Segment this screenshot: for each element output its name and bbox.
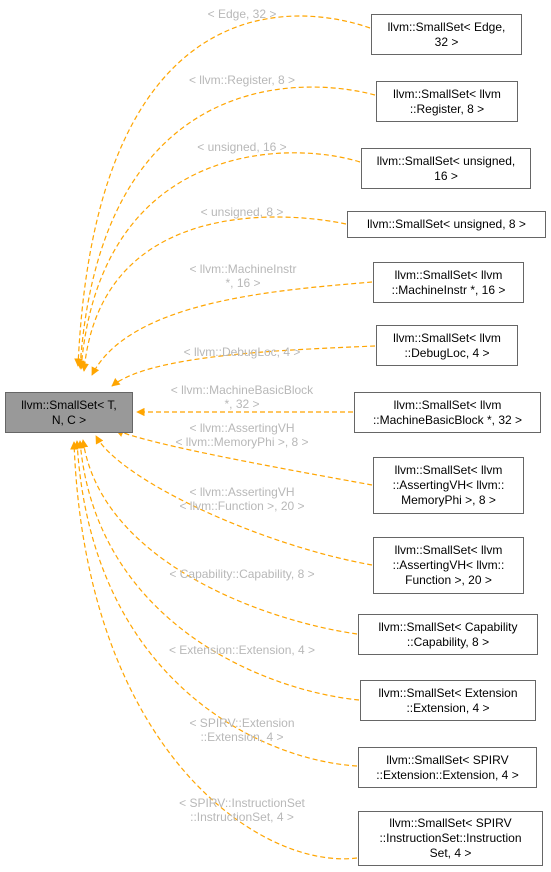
derived-class-node[interactable]: llvm::SmallSet< llvm::MachineBasicBlock … <box>354 392 541 433</box>
edge-template-label: < llvm::AssertingVH< llvm::Function >, 2… <box>142 485 342 513</box>
inheritance-edge <box>79 439 358 635</box>
derived-class-node[interactable]: llvm::SmallSet< llvm::MachineInstr *, 16… <box>373 262 524 303</box>
class-name-line: ::InstructionSet::Instruction <box>379 831 522 845</box>
inheritance-edge <box>77 152 361 370</box>
class-name-line: ::Extension, 4 > <box>406 700 490 715</box>
edge-template-label: < llvm::MachineInstr*, 16 > <box>143 262 343 290</box>
edge-template-label: < SPIRV::InstructionSet::InstructionSet,… <box>142 796 342 824</box>
edge-label-line: *, 32 > <box>224 397 260 411</box>
class-name-line: llvm::SmallSet< llvm <box>393 397 502 412</box>
edge-label-line: ::InstructionSet, 4 > <box>190 810 294 824</box>
edge-label-line: ::Extension, 4 > <box>200 730 284 744</box>
class-name-line: llvm::SmallSet< llvm <box>394 267 503 282</box>
class-name-line: Set, 4 > <box>429 846 472 860</box>
class-name-line: llvm::SmallSet< SPIRV <box>386 752 509 767</box>
inheritance-edge <box>115 429 373 486</box>
derived-class-node[interactable]: llvm::SmallSet< unsigned,16 > <box>361 148 531 189</box>
class-name-line: llvm::SmallSet< Edge, <box>387 19 506 34</box>
edge-label-line: < SPIRV::InstructionSet <box>179 796 305 810</box>
class-name-line: llvm::SmallSet< llvm <box>393 330 501 345</box>
derived-class-node[interactable]: llvm::SmallSet< Extension::Extension, 4 … <box>360 680 536 721</box>
root-class-node: llvm::SmallSet< T,N, C > <box>5 392 133 433</box>
class-name-line: 32 > <box>434 34 459 49</box>
class-name-line: ::AssertingVH< llvm:: <box>392 558 505 572</box>
edge-label-line: < SPIRV::Extension <box>189 716 295 730</box>
derived-class-node[interactable]: llvm::SmallSet< llvm::AssertingVH< llvm:… <box>373 457 524 514</box>
edge-template-label: < Edge, 32 > <box>142 7 342 21</box>
edge-template-label: < llvm::Register, 8 > <box>142 73 342 87</box>
edge-label-line: < llvm::MachineBasicBlock <box>170 383 314 397</box>
edge-template-label: < llvm::DebugLoc, 4 > <box>142 345 342 359</box>
class-name-line: Function >, 20 > <box>405 573 492 587</box>
derived-class-node[interactable]: llvm::SmallSet< Capability::Capability, … <box>358 614 538 655</box>
inheritance-edge <box>91 281 373 376</box>
edge-template-label: < Extension::Extension, 4 > <box>142 643 342 657</box>
root-class-line: N, C > <box>51 412 87 427</box>
inheritance-edge <box>95 435 373 566</box>
edge-template-label: < unsigned, 16 > <box>142 140 342 154</box>
edge-label-line: < llvm::AssertingVH <box>189 421 295 435</box>
class-name-line: llvm::SmallSet< SPIRV <box>389 816 512 830</box>
class-name-line: MemoryPhi >, 8 > <box>401 493 496 507</box>
edge-label-line: < unsigned, 8 > <box>200 205 284 219</box>
derived-class-node[interactable]: llvm::SmallSet< Edge,32 > <box>371 14 522 55</box>
edge-label-line: < llvm::DebugLoc, 4 > <box>183 345 301 359</box>
edge-template-label: < SPIRV::Extension::Extension, 4 > <box>142 716 342 744</box>
derived-class-node[interactable]: llvm::SmallSet< llvm::Register, 8 > <box>376 81 518 122</box>
derived-class-node[interactable]: llvm::SmallSet< SPIRV::Extension::Extens… <box>358 747 537 788</box>
edge-template-label: < llvm::MachineBasicBlock*, 32 > <box>142 383 342 411</box>
class-name-line: ::MachineInstr *, 16 > <box>391 282 506 297</box>
edge-label-line: < unsigned, 16 > <box>197 140 287 154</box>
edge-label-line: *, 16 > <box>225 276 261 290</box>
edge-label-line: < llvm::MachineInstr <box>189 262 297 276</box>
class-name-line: ::AssertingVH< llvm:: <box>392 478 505 492</box>
inheritance-edge <box>73 440 358 767</box>
inheritance-edge <box>80 216 347 372</box>
inheritance-edge <box>76 440 360 701</box>
class-name-line: 16 > <box>434 168 458 183</box>
edge-label-line: < llvm::Register, 8 > <box>188 73 296 87</box>
class-name-line: llvm::SmallSet< llvm <box>394 463 503 477</box>
edge-template-label: < Capability::Capability, 8 > <box>142 567 342 581</box>
class-name-line: llvm::SmallSet< unsigned, <box>376 153 516 168</box>
inheritance-edge <box>76 86 376 369</box>
class-name-line: llvm::SmallSet< unsigned, 8 > <box>367 217 526 231</box>
derived-class-node[interactable]: llvm::SmallSet< unsigned, 8 > <box>347 211 546 238</box>
class-name-line: llvm::SmallSet< llvm <box>393 86 501 101</box>
edge-template-label: < unsigned, 8 > <box>142 205 342 219</box>
edge-label-line: < Edge, 32 > <box>207 7 277 21</box>
edge-label-line: < Extension::Extension, 4 > <box>168 643 316 657</box>
root-class-line: llvm::SmallSet< T, <box>21 397 117 412</box>
class-name-line: ::MachineBasicBlock *, 32 > <box>372 412 523 427</box>
class-name-line: ::Extension::Extension, 4 > <box>376 767 519 782</box>
edge-template-label: < llvm::AssertingVH< llvm::MemoryPhi >, … <box>142 421 342 449</box>
edge-label-line: < llvm::Function >, 20 > <box>179 499 305 513</box>
class-name-line: ::Capability, 8 > <box>406 634 490 649</box>
inheritance-edge <box>70 441 358 860</box>
edge-label-line: < llvm::AssertingVH <box>189 485 295 499</box>
derived-class-node[interactable]: llvm::SmallSet< llvm::AssertingVH< llvm:… <box>373 537 524 594</box>
class-name-line: llvm::SmallSet< llvm <box>394 543 503 557</box>
class-name-line: ::DebugLoc, 4 > <box>404 345 490 360</box>
inheritance-edge <box>111 345 376 387</box>
class-name-line: ::Register, 8 > <box>409 101 485 116</box>
class-name-line: llvm::SmallSet< Capability <box>378 619 518 634</box>
derived-class-node[interactable]: llvm::SmallSet< SPIRV::InstructionSet::I… <box>358 811 543 866</box>
derived-class-node[interactable]: llvm::SmallSet< llvm::DebugLoc, 4 > <box>376 325 518 366</box>
inheritance-edge <box>74 15 371 367</box>
edge-label-line: < llvm::MemoryPhi >, 8 > <box>175 435 309 449</box>
class-name-line: llvm::SmallSet< Extension <box>378 685 518 700</box>
edge-label-line: < Capability::Capability, 8 > <box>169 567 315 581</box>
